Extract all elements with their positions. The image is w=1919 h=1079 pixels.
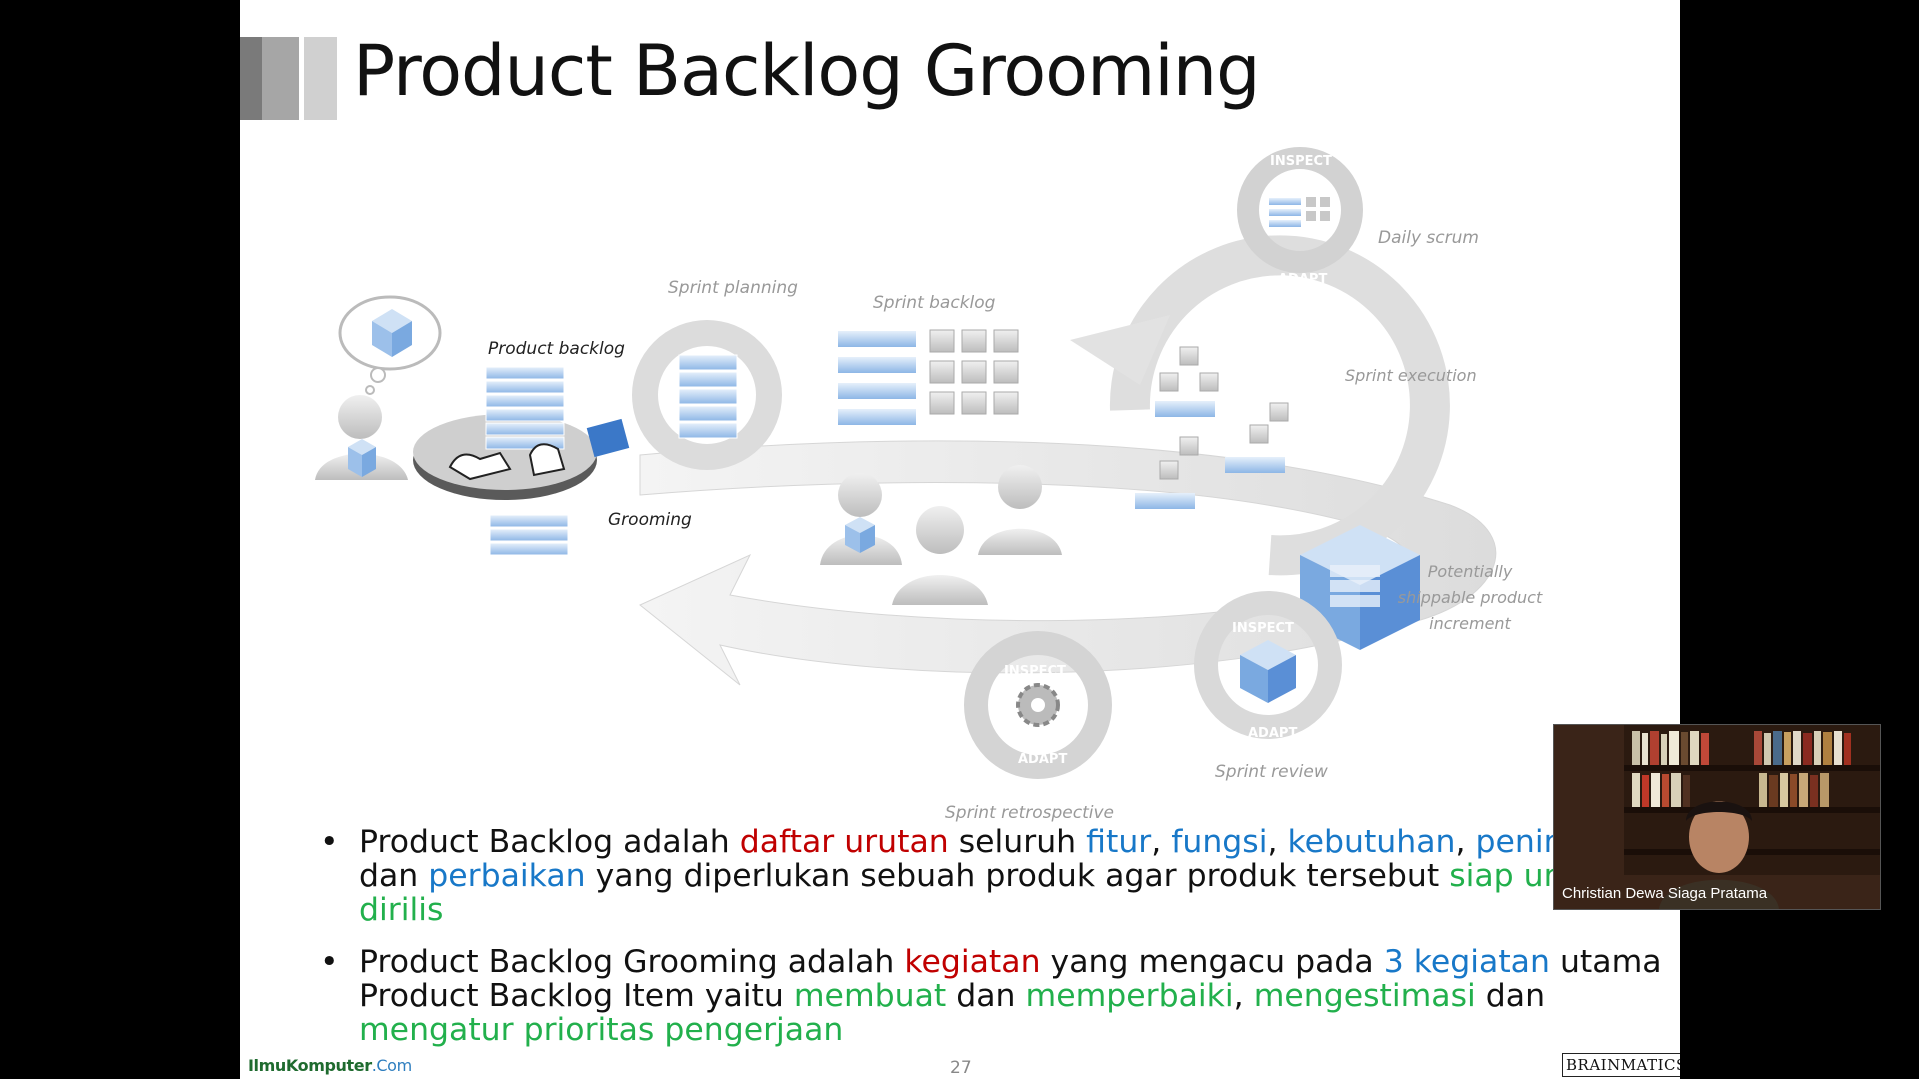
b1-perbaikan: perbaikan bbox=[428, 858, 586, 894]
label-shippable-product: shippable product bbox=[1398, 588, 1543, 607]
label-potentially: Potentially bbox=[1428, 562, 1513, 581]
sprint-execution-cycle bbox=[1070, 235, 1450, 576]
label-grooming: Grooming bbox=[608, 510, 692, 530]
process-flow-arrow bbox=[639, 440, 1497, 686]
b2-prioritas: mengatur prioritas pengerjaan bbox=[359, 1012, 844, 1048]
retrospective-inspect: INSPECT bbox=[1004, 664, 1066, 679]
sprint-review-inspect: INSPECT bbox=[1232, 621, 1294, 636]
video-feed bbox=[1554, 725, 1880, 909]
bullet-grooming: Product Backlog Grooming adalah kegiatan… bbox=[320, 945, 1680, 1047]
daily-scrum-cycle: INSPECT ADAPT bbox=[1237, 147, 1363, 287]
page-number: 27 bbox=[950, 1058, 972, 1078]
brainmatics-logo: BRAINMATICS bbox=[1562, 1053, 1680, 1077]
b2-membuat: membuat bbox=[793, 978, 947, 1014]
bullet-list: Product Backlog adalah daftar urutan sel… bbox=[320, 825, 1680, 1065]
label-sprint-retrospective: Sprint retrospective bbox=[945, 803, 1114, 823]
b1-fitur: fitur bbox=[1086, 824, 1152, 860]
b2-text-5: dan bbox=[1475, 978, 1546, 1014]
sprint-backlog-icon bbox=[838, 329, 1019, 425]
b1-text-4: yang diperlukan sebuah produk agar produ… bbox=[585, 858, 1450, 894]
label-increment: increment bbox=[1429, 614, 1511, 633]
b1-text-1: Product Backlog adalah bbox=[359, 824, 740, 860]
title-bar-mid bbox=[262, 37, 299, 120]
b2-memperbaiki: memperbaiki bbox=[1025, 978, 1234, 1014]
logo-suffix: .Com bbox=[371, 1056, 412, 1075]
b1-fungsi: fungsi bbox=[1171, 824, 1268, 860]
product-backlog-stack bbox=[413, 366, 630, 556]
b1-comma-2: , bbox=[1267, 824, 1288, 860]
label-product-backlog: Product backlog bbox=[488, 339, 625, 359]
scrum-team-figures bbox=[820, 465, 1062, 605]
slide-title: Product Backlog Grooming bbox=[353, 30, 1261, 112]
b1-text-3: dan bbox=[359, 858, 429, 894]
label-shippable-increment: Potentially shippable product increment bbox=[1398, 562, 1543, 633]
participant-video-tile[interactable]: Christian Dewa Siaga Pratama bbox=[1553, 724, 1881, 910]
ilmukomputer-logo: IlmuKomputer.Com bbox=[248, 1056, 412, 1075]
label-sprint-execution: Sprint execution bbox=[1345, 366, 1477, 385]
label-sprint-backlog: Sprint backlog bbox=[873, 293, 996, 313]
b2-text-3: utama Product Backlog Item yaitu bbox=[359, 944, 1662, 1014]
b2-3-kegiatan: 3 kegiatan bbox=[1383, 944, 1550, 980]
label-sprint-planning: Sprint planning bbox=[668, 278, 798, 298]
b2-mengestimasi: mengestimasi bbox=[1253, 978, 1476, 1014]
bullet-product-backlog: Product Backlog adalah daftar urutan sel… bbox=[320, 825, 1680, 927]
participant-name-label: Christian Dewa Siaga Pratama bbox=[1562, 885, 1768, 902]
b1-text-2: seluruh bbox=[948, 824, 1087, 860]
b2-text-1: Product Backlog Grooming adalah bbox=[359, 944, 905, 980]
label-daily-scrum: Daily scrum bbox=[1378, 228, 1479, 248]
presenter-person bbox=[1659, 801, 1779, 909]
b2-kegiatan: kegiatan bbox=[904, 944, 1041, 980]
bookshelf-books bbox=[1632, 731, 1851, 807]
logo-main: IlmuKomputer bbox=[248, 1056, 372, 1075]
sprint-planning-icon bbox=[632, 320, 783, 470]
title-bar-light bbox=[304, 37, 337, 120]
product-owner-figure bbox=[315, 295, 442, 480]
b2-text-4: dan bbox=[946, 978, 1026, 1014]
b1-kebutuhan: kebutuhan bbox=[1287, 824, 1456, 860]
daily-scrum-inspect: INSPECT bbox=[1270, 154, 1332, 169]
sprint-review-cycle: INSPECT ADAPT bbox=[1194, 591, 1342, 741]
daily-scrum-adapt: ADAPT bbox=[1278, 272, 1327, 287]
b1-comma-1: , bbox=[1151, 824, 1172, 860]
b1-daftar-urutan: daftar urutan bbox=[739, 824, 949, 860]
b2-comma-1: , bbox=[1233, 978, 1254, 1014]
b1-comma-3: , bbox=[1455, 824, 1476, 860]
scrum-framework-diagram: Product backlog Grooming Sprint planning… bbox=[315, 147, 1543, 823]
b2-text-2: yang mengacu pada bbox=[1040, 944, 1384, 980]
presentation-slide: Product Backlog Grooming bbox=[240, 0, 1680, 1079]
label-sprint-review: Sprint review bbox=[1215, 762, 1328, 782]
sprint-review-adapt: ADAPT bbox=[1248, 726, 1297, 741]
retrospective-adapt: ADAPT bbox=[1018, 752, 1067, 767]
sprint-retrospective-cycle: INSPECT ADAPT bbox=[964, 631, 1112, 779]
